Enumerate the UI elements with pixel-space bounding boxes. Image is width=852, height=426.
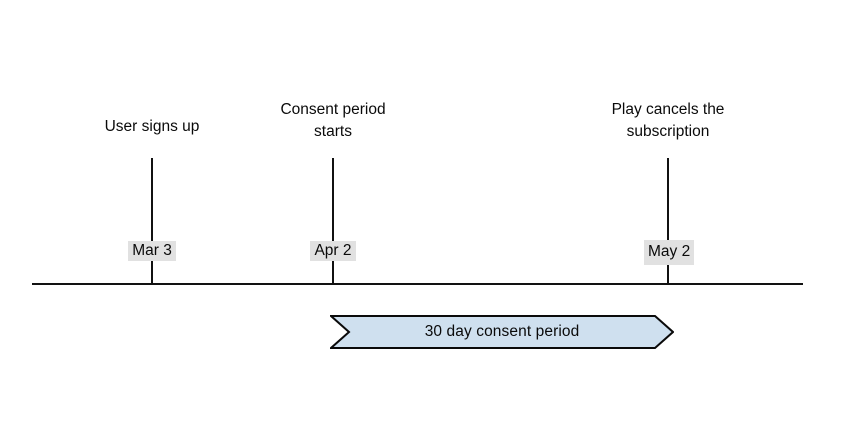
consent-period-banner: 30 day consent period xyxy=(330,315,674,349)
timeline-axis xyxy=(32,283,803,285)
event-date-chip-mar-3: Mar 3 xyxy=(22,240,282,262)
event-tick-user-signs-up xyxy=(151,158,153,284)
event-date-label-apr-2: Apr 2 xyxy=(310,241,356,261)
event-title-consent-period-starts: Consent period starts xyxy=(280,101,386,140)
event-title-play-cancels-subscription: Play cancels the subscription xyxy=(611,101,725,140)
event-date-label-may-2: May 2 xyxy=(644,240,695,265)
event-tick-consent-period-starts xyxy=(332,158,334,284)
event-date-chip-apr-2: Apr 2 xyxy=(203,240,463,262)
event-title-user-signs-up: User signs up xyxy=(104,118,200,135)
event-date-label-mar-3: Mar 3 xyxy=(128,241,176,261)
event-tick-play-cancels-subscription xyxy=(667,158,669,284)
chevron-arrow-shape xyxy=(330,315,674,349)
chevron-arrow-polygon xyxy=(330,315,674,349)
